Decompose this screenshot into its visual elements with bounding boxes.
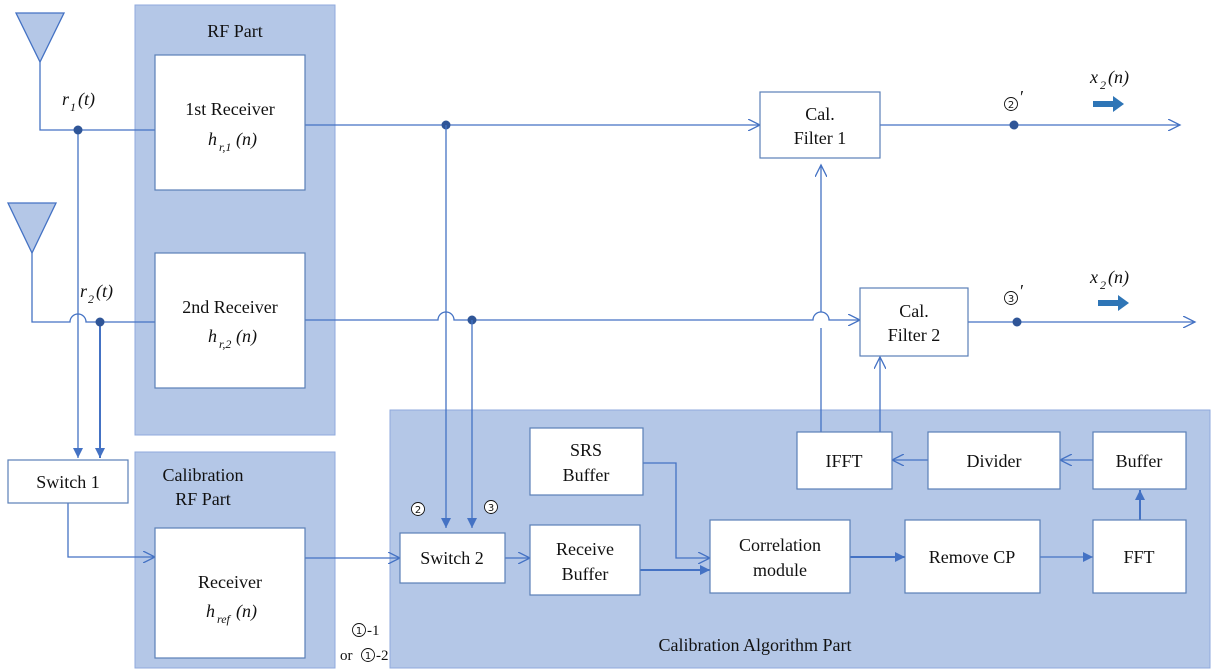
receiver-1-label: 1st Receiver <box>185 99 274 119</box>
marker-1-2-prefix: or <box>340 648 353 664</box>
fft-block: FFT <box>1092 519 1187 594</box>
marker-2: 2 <box>411 502 425 516</box>
calibration-rf-part-title-line2: RF Part <box>175 489 231 509</box>
ref-receiver-func: h <box>206 601 215 621</box>
marker-3-prime-tick: ′ <box>1020 281 1024 301</box>
antenna-2-icon <box>6 202 58 260</box>
marker-1-2-suffix: -2 <box>376 648 389 664</box>
cal-filter-2-line1: Cal. <box>899 301 929 321</box>
marker-2-prime-tick: ′ <box>1020 87 1024 107</box>
marker-1-1-suffix: -1 <box>367 623 380 639</box>
ifft-label: IFFT <box>825 451 862 471</box>
marker-1-2: or 1 -2 <box>340 648 389 664</box>
wire-rx2-to-cal-filter2 <box>305 311 860 320</box>
cal-filter-2-block: Cal. Filter 2 <box>859 287 969 357</box>
output2-node <box>1012 317 1022 327</box>
cal-filter-1-block: Cal. Filter 1 <box>759 91 881 159</box>
signal-r2-arg: (t) <box>96 281 113 302</box>
signal-r1-sub: 1 <box>70 100 76 114</box>
correlation-line1: Correlation <box>739 535 821 555</box>
receive-buffer-block: Receive Buffer <box>529 524 641 596</box>
marker-2-num: 2 <box>415 505 421 516</box>
ifft-block: IFFT <box>796 431 893 490</box>
output1-sub: 2 <box>1100 78 1106 92</box>
correlation-module-block: Correlation module <box>709 519 851 594</box>
cal-filter-1-line2: Filter 1 <box>794 128 847 148</box>
signal-r2-label: r 2 (t) <box>80 281 113 306</box>
output2-arrow-icon <box>1098 295 1129 311</box>
receiver-2-block: 2nd Receiver h r,2 (n) <box>154 252 306 389</box>
marker-2-prime-num: 2 <box>1008 100 1014 111</box>
signal-r1-label: r 1 (t) <box>62 89 95 114</box>
divider-block: Divider <box>927 431 1061 490</box>
wire-r1 <box>39 70 155 131</box>
correlation-line2: module <box>753 560 807 580</box>
receiver-2-sub: r,2 <box>219 337 231 351</box>
switch-1-block: Switch 1 <box>7 459 129 504</box>
output2-label: x 2 (n) <box>1089 267 1129 292</box>
output1-label: x 2 (n) <box>1089 67 1129 92</box>
receiver-1-sub: r,1 <box>219 140 231 154</box>
junction-r2 <box>95 317 105 327</box>
buffer-label: Buffer <box>1116 451 1163 471</box>
marker-1-1-num: 1 <box>356 626 362 637</box>
receive-buffer-line1: Receive <box>556 539 614 559</box>
signal-r1-arg: (t) <box>78 89 95 110</box>
calibration-algorithm-title: Calibration Algorithm Part <box>659 635 852 655</box>
calibration-rf-part-title-line1: Calibration <box>163 465 244 485</box>
switch-2-block: Switch 2 <box>399 532 506 584</box>
receiver-2-arg: (n) <box>236 326 257 347</box>
buffer-block: Buffer <box>1092 431 1187 490</box>
antenna-1-icon <box>14 12 66 70</box>
ref-receiver-block: Receiver h ref (n) <box>154 527 306 659</box>
remove-cp-block: Remove CP <box>904 519 1041 594</box>
receiver-2-func: h <box>208 326 217 346</box>
signal-r1-func: r <box>62 89 70 109</box>
signal-r2-func: r <box>80 281 88 301</box>
marker-3-prime-num: 3 <box>1008 294 1014 305</box>
ref-receiver-arg: (n) <box>236 601 257 622</box>
receiver-2-label: 2nd Receiver <box>182 297 277 317</box>
remove-cp-label: Remove CP <box>929 547 1016 567</box>
ref-receiver-sub: ref <box>217 612 232 626</box>
marker-1-2-num: 1 <box>365 651 371 662</box>
divider-label: Divider <box>967 451 1022 471</box>
output2-sub: 2 <box>1100 278 1106 292</box>
output1-arrow-icon <box>1093 96 1124 112</box>
fft-label: FFT <box>1123 547 1154 567</box>
switch-2-label: Switch 2 <box>420 548 484 568</box>
wire-r2 <box>31 260 155 323</box>
output1-node <box>1009 120 1019 130</box>
srs-buffer-line2: Buffer <box>563 465 610 485</box>
receive-buffer-line2: Buffer <box>562 564 609 584</box>
wire-srs-buffer-to-correlation <box>643 462 710 558</box>
output2-func: x <box>1089 267 1098 287</box>
receiver-1-block: 1st Receiver h r,1 (n) <box>154 54 306 191</box>
signal-r2-sub: 2 <box>88 292 94 306</box>
srs-buffer-block: SRS Buffer <box>529 427 644 496</box>
marker-1-1: 1 -1 <box>352 623 380 639</box>
cal-filter-2-line2: Filter 2 <box>888 325 941 345</box>
receiver-1-func: h <box>208 129 217 149</box>
receiver-1-arg: (n) <box>236 129 257 150</box>
output2-arg: (n) <box>1108 267 1129 288</box>
marker-3: 3 <box>484 500 498 514</box>
output1-arg: (n) <box>1108 67 1129 88</box>
switch-1-label: Switch 1 <box>36 472 100 492</box>
output1-func: x <box>1089 67 1098 87</box>
wire-switch1-to-ref-receiver <box>67 503 155 557</box>
rf-part-title: RF Part <box>207 21 263 41</box>
cal-filter-1-line1: Cal. <box>805 104 835 124</box>
srs-buffer-line1: SRS <box>570 440 602 460</box>
marker-3-prime: 3 ′ <box>1004 281 1024 305</box>
ref-receiver-label: Receiver <box>198 572 262 592</box>
marker-2-prime: 2 ′ <box>1004 87 1024 111</box>
junction-r1 <box>73 125 83 135</box>
marker-3-num: 3 <box>488 503 494 514</box>
